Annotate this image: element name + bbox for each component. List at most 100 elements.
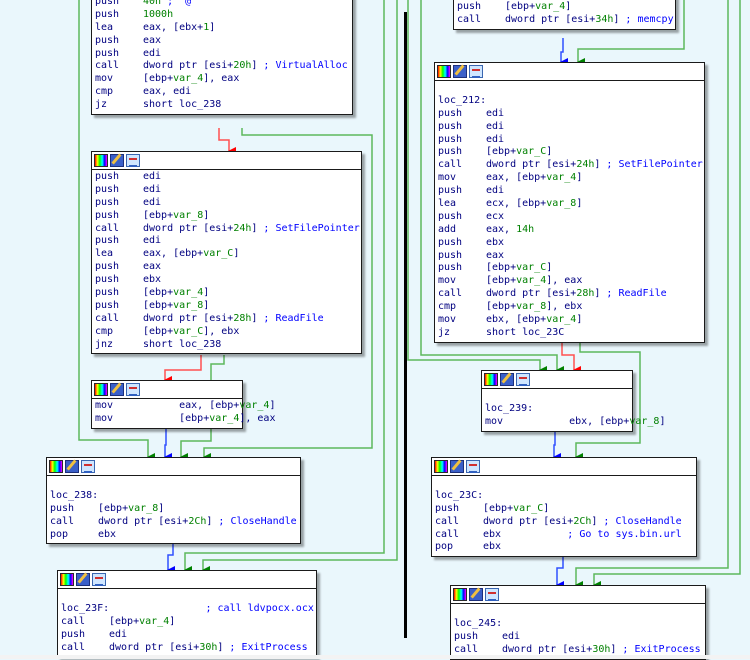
instruction-line[interactable]: push[ebp+var_8] [95, 300, 358, 313]
graph-icon[interactable] [469, 65, 483, 78]
code-label[interactable]: loc_23F: ; call ldvpocx.ocx [61, 602, 314, 616]
code-label[interactable]: loc_245: [454, 618, 702, 631]
horizontal-scrollbar[interactable] [0, 655, 750, 659]
instruction-line[interactable]: mov[ebp+var_4], eax [95, 73, 349, 86]
palette-icon[interactable] [94, 383, 108, 396]
label-text[interactable]: loc_23F: [61, 602, 110, 614]
instruction-line[interactable]: cmp[ebp+var_8], ebx [438, 301, 701, 314]
code-label[interactable]: loc_23C: [435, 490, 693, 503]
instruction-line[interactable]: push[ebp+var_C] [435, 503, 693, 516]
label-text[interactable]: loc_212: [438, 94, 487, 106]
graph-icon[interactable] [466, 460, 480, 473]
label-text[interactable]: loc_23C: [435, 489, 484, 501]
instruction-line[interactable]: mov ebx, [ebp+var_8] [485, 416, 665, 429]
instruction-line[interactable]: mov eax, [ebp+var_4] [95, 400, 275, 413]
palette-icon[interactable] [49, 460, 63, 473]
block-mov-var4[interactable]: mov eax, [ebp+var_4]mov [ebp+var_4], eax [91, 380, 275, 429]
instruction-line[interactable]: cmp[ebp+var_C], ebx [95, 326, 358, 339]
palette-icon[interactable] [453, 588, 467, 601]
graph-icon[interactable] [126, 383, 140, 396]
instruction-line[interactable]: mov [ebp+var_4], eax [95, 413, 275, 426]
edit-icon[interactable] [500, 373, 514, 386]
edit-icon[interactable] [450, 460, 464, 473]
instruction-line[interactable]: push[ebp+var_8] [95, 210, 358, 223]
instruction-line[interactable]: call[ebp+var_4] [61, 616, 313, 629]
block-loc-239[interactable]: loc_239:mov ebx, [ebp+var_8] [481, 370, 665, 432]
instruction-line[interactable]: push[ebp+var_C] [438, 262, 701, 275]
edit-icon[interactable] [110, 154, 124, 167]
graph-icon[interactable] [516, 373, 530, 386]
label-text[interactable]: loc_238: [50, 489, 99, 501]
edit-icon[interactable] [65, 460, 79, 473]
label-text[interactable]: loc_239: [485, 402, 534, 414]
label-text[interactable]: loc_245: [454, 617, 503, 629]
palette-icon[interactable] [434, 460, 448, 473]
graph-icon[interactable] [81, 460, 95, 473]
graph-icon[interactable] [126, 154, 140, 167]
instruction-line[interactable]: mov[ebp+var_4], eax [438, 275, 701, 288]
code-label[interactable]: loc_238: [50, 490, 297, 503]
palette-icon[interactable] [94, 154, 108, 167]
palette-icon[interactable] [437, 65, 451, 78]
code-label[interactable]: loc_212: [438, 95, 701, 108]
palette-icon[interactable] [484, 373, 498, 386]
code-label[interactable]: loc_239: [485, 403, 629, 416]
instruction-line[interactable]: push[ebp+var_4] [457, 1, 672, 14]
edit-icon[interactable] [76, 573, 90, 586]
instruction-line[interactable]: push[ebp+var_8] [50, 503, 297, 516]
instruction-line[interactable]: push[ebp+var_4] [95, 287, 358, 300]
view-splitter[interactable] [404, 12, 407, 638]
instruction-line[interactable]: push[ebp+var_C] [438, 146, 701, 159]
graph-icon[interactable] [485, 588, 499, 601]
graph-icon[interactable] [92, 573, 106, 586]
